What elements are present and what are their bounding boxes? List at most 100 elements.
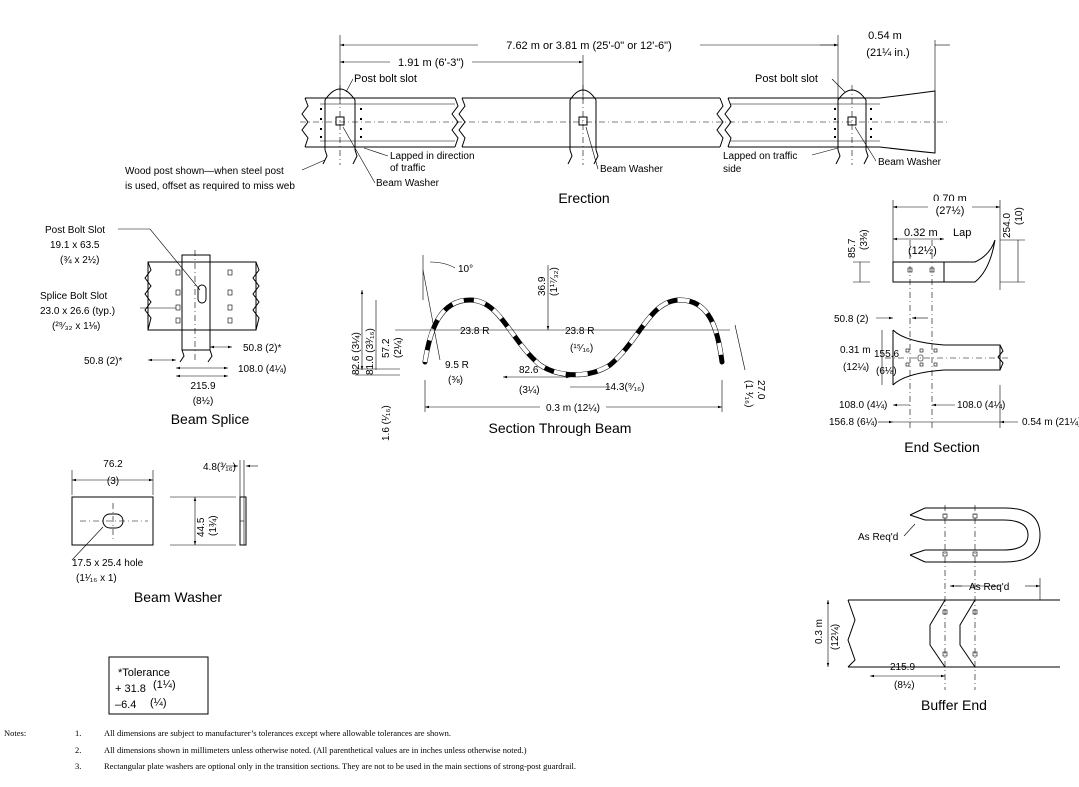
label-lapped-direction-2: of traffic bbox=[390, 163, 425, 174]
end-dim-0-32-in: (12½) bbox=[908, 245, 937, 257]
beam-splice-title: Beam Splice bbox=[171, 411, 250, 427]
label-post-bolt-slot: Post Bolt Slot bbox=[45, 225, 105, 236]
radius-9-5-in: (⅜) bbox=[448, 375, 463, 386]
label-splice-bolt-slot-mm: 23.0 x 26.6 (typ.) bbox=[40, 306, 115, 317]
end-dim-155-6-in: (6⅛) bbox=[876, 366, 897, 377]
notes-block: Notes: 1. All dimensions are subject to … bbox=[4, 728, 576, 771]
radius-23-8-right: 23.8 R bbox=[565, 326, 594, 337]
label-lapped-direction-1: Lapped in direction bbox=[390, 151, 475, 162]
radius-23-8-in: (¹⁵⁄₁₆) bbox=[570, 343, 593, 354]
label-wood-post-1: Wood post shown—when steel post bbox=[125, 166, 284, 177]
dim-57-2-v-in: (2¼) bbox=[392, 337, 404, 358]
note-3-num: 3. bbox=[75, 761, 81, 771]
tolerance-box: *Tolerance + 31.8 (1¼) –6.4 (¼) bbox=[108, 656, 209, 715]
tolerance-plus: + 31.8 bbox=[115, 683, 146, 695]
beam-splice-view: Post Bolt Slot 19.1 x 63.5 (¾ x 2½) Spli… bbox=[40, 225, 286, 427]
label-wood-post-2: is used, offset as required to miss web bbox=[125, 181, 295, 192]
washer-hole-in: (1¹⁄₁₆ x 1) bbox=[76, 573, 117, 584]
label-post-bolt-slot-left: Post bolt slot bbox=[354, 73, 417, 85]
washer-width-mm: 76.2 bbox=[103, 459, 123, 470]
dim-215-mm: 215.9 bbox=[190, 381, 215, 392]
radius-9-5: 9.5 R bbox=[445, 360, 469, 371]
dim-end-m: 0.54 m bbox=[868, 30, 902, 42]
beam-washer-view: 76.2 (3) 17.5 x 25.4 hole (1¹⁄₁₆ x 1) 4.… bbox=[71, 459, 258, 605]
end-dim-50-8: 50.8 (2) bbox=[834, 314, 868, 325]
erection-title: Erection bbox=[558, 190, 609, 206]
section-title: Section Through Beam bbox=[489, 420, 632, 436]
angle-label: 10° bbox=[458, 264, 473, 275]
dim-50-8-left: 50.8 (2)* bbox=[84, 356, 122, 367]
dim-82-6-h-in: (3¼) bbox=[519, 384, 540, 396]
washer-width-in: (3) bbox=[107, 476, 119, 487]
washer-thickness: 4.8(³⁄₁₆) bbox=[203, 462, 236, 473]
tolerance-minus-in: (¼) bbox=[150, 697, 167, 709]
notes-label: Notes: bbox=[4, 728, 26, 738]
dim-27-0: 27.0 bbox=[755, 380, 766, 400]
label-lapped-traffic-1: Lapped on traffic bbox=[723, 151, 797, 162]
end-dim-254-in: (10) bbox=[1014, 207, 1025, 225]
washer-hole-mm: 17.5 x 25.4 hole bbox=[72, 558, 144, 569]
note-1-num: 1. bbox=[75, 728, 81, 738]
washer-height-mm: 44.5 bbox=[196, 517, 207, 537]
end-section-view: 0.70 m (27½) 0.32 m Lap (12½) 85.7 (3⅜) … bbox=[829, 193, 1079, 455]
end-dim-0-32-m: 0.32 m bbox=[904, 227, 938, 239]
end-dim-108-right: 108.0 (4¼) bbox=[957, 399, 1005, 411]
buffer-end-title: Buffer End bbox=[921, 697, 987, 713]
end-dim-85-7: 85.7 bbox=[847, 238, 858, 258]
label-splice-bolt-slot-in: (²⁹⁄₃₂ x 1⅛) bbox=[52, 321, 100, 332]
dim-82-6-h: 82.6 bbox=[519, 365, 539, 376]
label-post-bolt-slot-mm: 19.1 x 63.5 bbox=[50, 240, 100, 251]
tolerance-minus: –6.4 bbox=[115, 699, 136, 711]
label-post-bolt-slot-right: Post bolt slot bbox=[755, 73, 818, 85]
label-splice-bolt-slot: Splice Bolt Slot bbox=[40, 291, 107, 302]
end-dim-0-54: 0.54 m (21¼) bbox=[1022, 416, 1079, 428]
buffer-dim-215-in: (8½) bbox=[894, 680, 915, 691]
tolerance-title: *Tolerance bbox=[118, 667, 170, 679]
end-dim-85-7-in: (3⅜) bbox=[859, 229, 870, 250]
end-section-title: End Section bbox=[904, 439, 980, 455]
dim-end-in: (21¼ in.) bbox=[866, 47, 909, 59]
dim-0-3-m: 0.3 m (12¼) bbox=[546, 402, 600, 414]
buffer-as-reqd-2: As Req'd bbox=[969, 582, 1009, 593]
end-lap: Lap bbox=[953, 227, 971, 239]
end-dim-0-31-m: 0.31 m bbox=[840, 345, 871, 356]
end-dim-0-70-in: (27½) bbox=[936, 205, 965, 217]
dim-50-8-right: 50.8 (2)* bbox=[243, 343, 281, 354]
dim-36-9: 36.9 bbox=[537, 276, 548, 296]
label-beam-washer-3: Beam Washer bbox=[878, 157, 942, 168]
buffer-end-view: As Req'd As Req'd 0.3 m (12¼) 215.9 (8½)… bbox=[814, 505, 1060, 713]
buffer-dim-215-mm: 215.9 bbox=[890, 662, 915, 673]
dim-81-0-v: 81.0 (3³⁄₁₆) bbox=[365, 328, 376, 375]
note-2-text: All dimensions shown in millimeters unle… bbox=[104, 745, 527, 755]
note-3-text: Rectangular plate washers are optional o… bbox=[104, 761, 576, 771]
dim-half-length: 1.91 m (6'-3") bbox=[398, 57, 464, 69]
buffer-dim-0-3-m: 0.3 m bbox=[814, 619, 825, 644]
dim-215-in: (8½) bbox=[193, 396, 214, 407]
washer-height-in: (1¾) bbox=[208, 515, 219, 536]
tolerance-plus-in: (1¼) bbox=[153, 679, 176, 691]
erection-view: 7.62 m or 3.81 m (25'-0" or 12'-6") 1.91… bbox=[125, 30, 950, 206]
section-through-beam-view: 10° 36.9 (1¹⁷⁄₃₂) 23.8 R 23.8 R (¹⁵⁄₁₆) … bbox=[350, 255, 766, 441]
buffer-dim-0-3-in: (12¼) bbox=[829, 624, 841, 650]
beam-washer-title: Beam Washer bbox=[134, 589, 223, 605]
end-dim-0-31-in: (12¼) bbox=[843, 361, 869, 373]
dim-27-0-in: (1 ¹⁄₁₆) bbox=[743, 380, 754, 407]
note-2-num: 2. bbox=[75, 745, 81, 755]
dim-108: 108.0 (4¼) bbox=[238, 363, 286, 375]
label-lapped-traffic-2: side bbox=[723, 164, 742, 175]
label-beam-washer-1: Beam Washer bbox=[376, 178, 440, 189]
dim-14-3: 14.3(⁹⁄₁₆) bbox=[605, 382, 644, 393]
note-1-text: All dimensions are subject to manufactur… bbox=[104, 728, 451, 738]
end-dim-254: 254.0 bbox=[1002, 213, 1013, 238]
end-dim-155-6: 155.6 bbox=[874, 349, 899, 360]
dim-36-9-in: (1¹⁷⁄₃₂) bbox=[549, 267, 560, 296]
buffer-as-reqd-1: As Req'd bbox=[858, 532, 898, 543]
dim-total-length: 7.62 m or 3.81 m (25'-0" or 12'-6") bbox=[506, 40, 671, 52]
end-dim-156-8: 156.8 (6¼) bbox=[829, 416, 877, 428]
dim-57-2-v: 57.2 bbox=[381, 338, 392, 358]
dim-82-6-v: 82.6 (3¼) bbox=[350, 332, 362, 375]
dim-1-6: 1.6 (¹⁄₁₆) bbox=[381, 405, 392, 441]
label-post-bolt-slot-in: (¾ x 2½) bbox=[60, 255, 99, 266]
end-dim-108-left: 108.0 (4¼) bbox=[839, 399, 887, 411]
